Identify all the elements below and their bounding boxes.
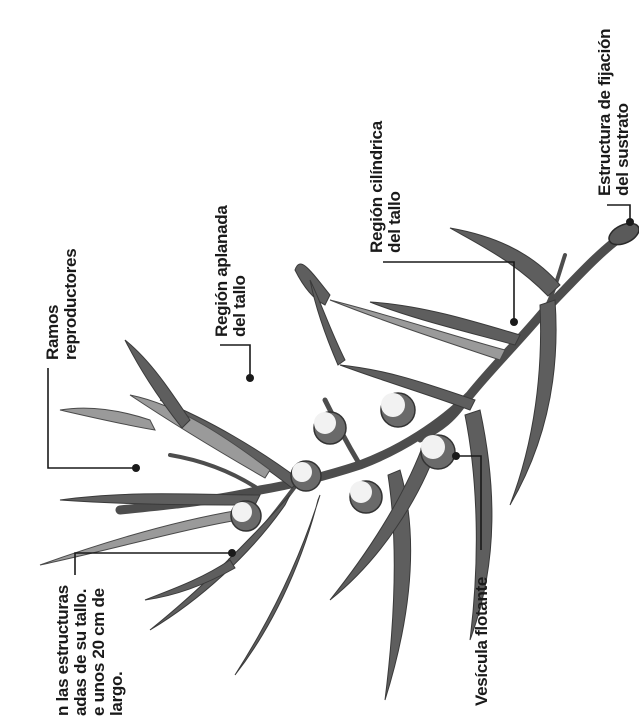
svg-text:e unos 20 cm de: e unos 20 cm de [89,588,108,716]
label-vesicle: Vesícula flotante [472,577,491,706]
svg-text:reproductores: reproductores [61,249,80,360]
leaf [130,395,270,478]
svg-text:del tallo: del tallo [230,275,249,337]
leaf [510,300,556,505]
svg-text:del tallo: del tallo [385,191,404,253]
label-cylindrical: Región cilíndrica del tallo [367,120,404,253]
svg-text:Estructura de fijación: Estructura de fijación [595,29,614,196]
leaf [60,494,260,505]
stem-group [120,219,639,560]
leader-caption [75,553,232,575]
svg-text:largo.: largo. [107,672,126,717]
leaf [145,560,235,600]
floating-vesicle [314,412,346,444]
svg-text:Región cilíndrica: Región cilíndrica [367,120,386,253]
floating-vesicle [291,461,321,491]
svg-text:Vesícula flotante: Vesícula flotante [472,577,491,706]
leaf [125,340,190,428]
floating-vesicle [381,393,415,427]
floating-vesicle [231,501,261,531]
leader-fixation [607,205,630,222]
leaf [40,510,240,565]
svg-text:adas de su tallo.: adas de su tallo. [71,589,90,716]
caption-text: n las estructuras adas de su tallo. e un… [53,585,126,716]
leader-flat [220,345,250,378]
label-fixation: Estructura de fijación del sustrato [595,29,632,196]
label-reproductive: Ramos reproductores [43,249,80,360]
leaf [330,440,440,600]
leaf [60,408,155,430]
label-flat: Región aplanada del tallo [212,205,249,337]
svg-text:Región aplanada: Región aplanada [212,205,231,337]
svg-text:del sustrato: del sustrato [613,103,632,196]
svg-text:n las estructuras: n las estructuras [53,585,72,716]
floating-vesicle [350,481,382,513]
svg-text:Ramos: Ramos [43,305,62,360]
floating-vesicle [421,435,455,469]
